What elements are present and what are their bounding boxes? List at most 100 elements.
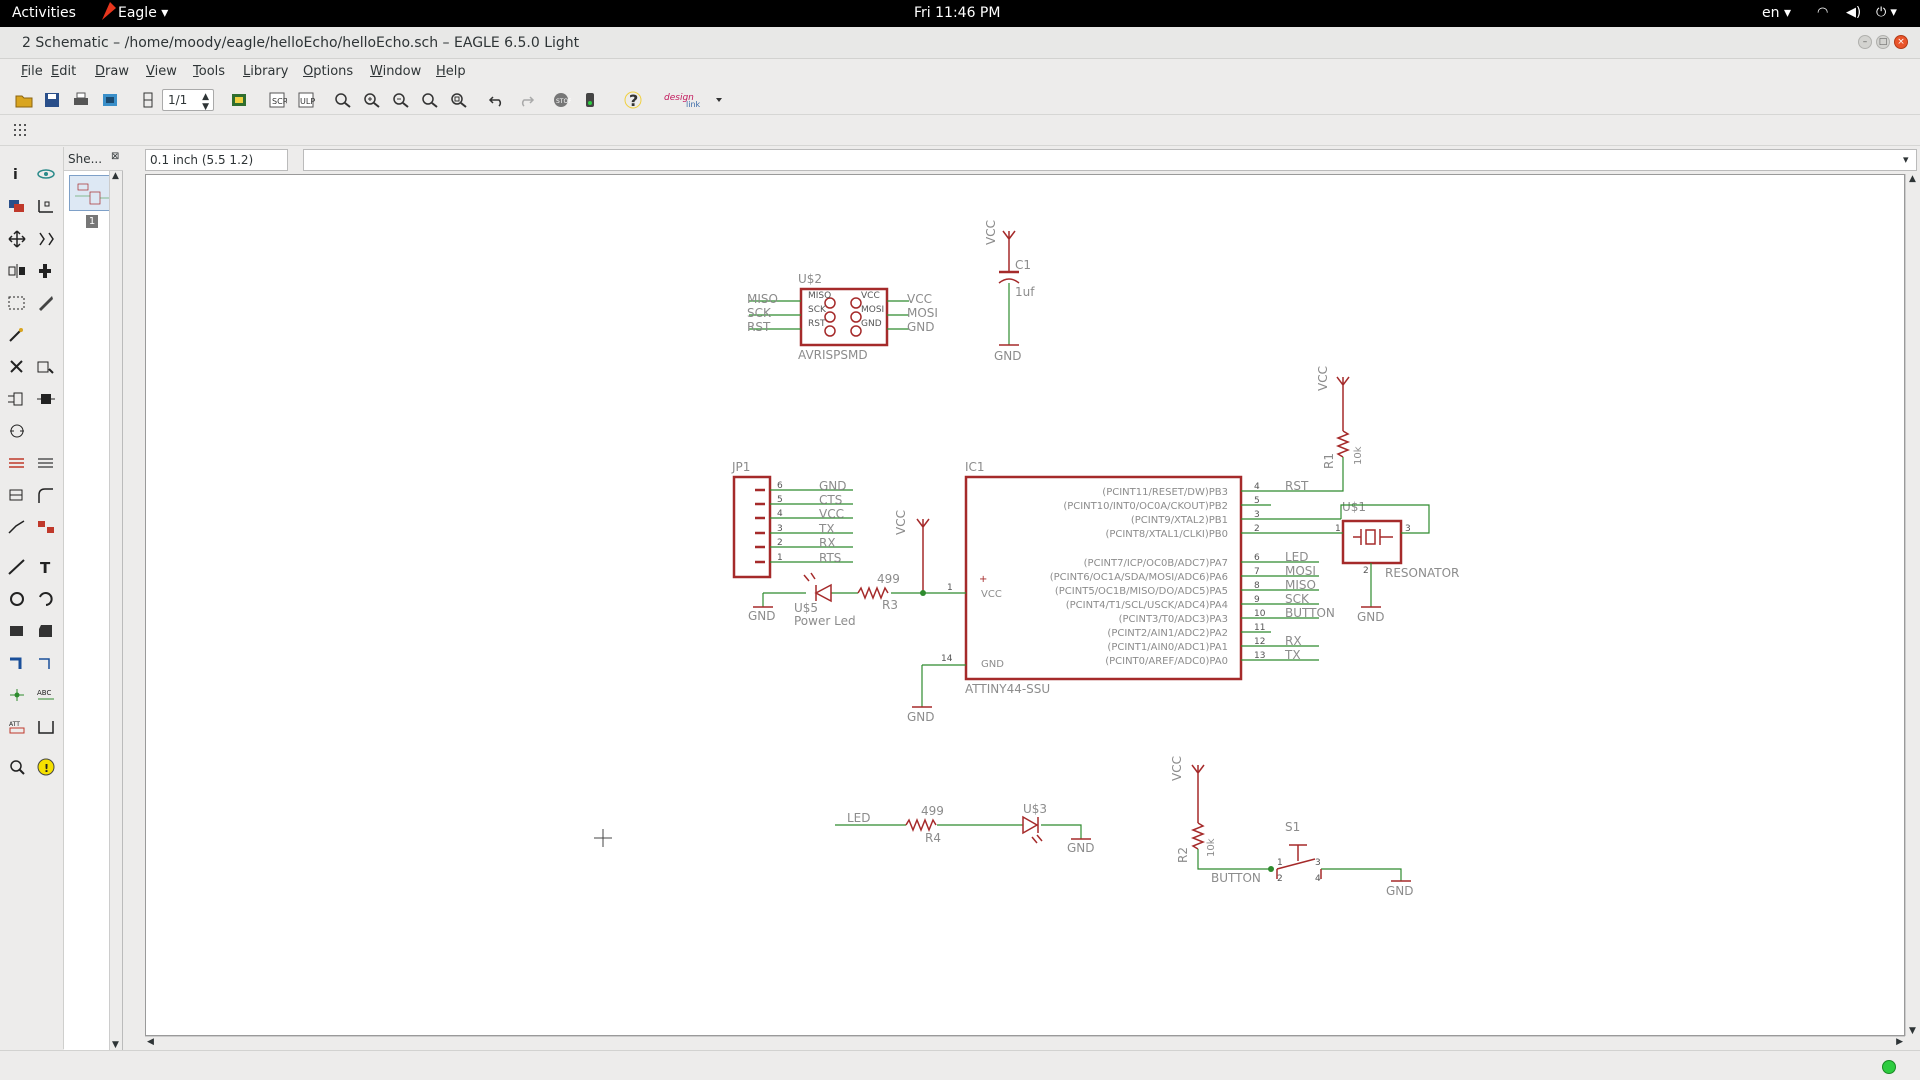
redo-icon[interactable] bbox=[516, 91, 536, 109]
smash-icon[interactable] bbox=[6, 485, 30, 507]
mirror-icon[interactable] bbox=[6, 261, 30, 283]
button-circuit-s1[interactable]: VCC R2 10k S1 1 2 3 4 BUTTON GND bbox=[1170, 756, 1414, 898]
circle-icon[interactable] bbox=[6, 589, 30, 611]
menu-library[interactable]: Library bbox=[243, 64, 289, 79]
activities-button[interactable]: Activities bbox=[12, 5, 76, 21]
vertical-scrollbar[interactable]: ▲ ▼ bbox=[1905, 174, 1920, 1036]
dimension-icon[interactable] bbox=[35, 717, 59, 739]
zoom-redraw-icon[interactable] bbox=[420, 91, 440, 109]
language-indicator[interactable]: en ▾ bbox=[1762, 5, 1791, 21]
add-icon[interactable] bbox=[35, 357, 59, 379]
rect-icon[interactable] bbox=[6, 621, 30, 643]
close-button[interactable]: × bbox=[1894, 35, 1908, 49]
split-icon[interactable] bbox=[6, 517, 30, 539]
name-icon[interactable] bbox=[6, 453, 30, 475]
group-icon[interactable] bbox=[6, 293, 30, 315]
ulp-icon[interactable]: ULP bbox=[296, 91, 316, 109]
move-icon[interactable] bbox=[6, 229, 30, 251]
scroll-down-icon[interactable]: ▼ bbox=[1909, 1026, 1916, 1036]
maximize-button[interactable]: □ bbox=[1876, 35, 1890, 49]
erc-icon[interactable] bbox=[6, 757, 30, 779]
sheet-select[interactable]: 1/1▲▼ bbox=[162, 89, 214, 112]
scroll-right-icon[interactable]: ▶ bbox=[1896, 1037, 1903, 1047]
zoom-out-icon[interactable] bbox=[391, 91, 411, 109]
power-icon[interactable]: ⏻ ▾ bbox=[1876, 5, 1897, 20]
scroll-up-icon[interactable]: ▲ bbox=[1909, 174, 1916, 184]
cam-processor-icon[interactable] bbox=[100, 91, 120, 109]
polygon-icon[interactable] bbox=[35, 621, 59, 643]
invoke-icon[interactable] bbox=[35, 517, 59, 539]
rotate-icon[interactable] bbox=[35, 261, 59, 283]
grid-icon[interactable] bbox=[12, 122, 32, 140]
resonator-u1[interactable]: U$1 1 2 3 RESONATOR GND bbox=[1335, 500, 1459, 624]
chevron-down-icon[interactable]: ▾ bbox=[1903, 153, 1909, 166]
open-icon[interactable] bbox=[14, 91, 34, 109]
scroll-down-icon[interactable]: ▼ bbox=[112, 1040, 119, 1050]
clock[interactable]: Fri 11:46 PM bbox=[914, 5, 1001, 21]
gateswap-icon[interactable] bbox=[6, 421, 30, 443]
close-icon[interactable]: ⊠ bbox=[111, 151, 120, 162]
horizontal-scrollbar[interactable]: ◀ ▶ bbox=[145, 1036, 1905, 1050]
wifi-icon[interactable]: ◠ bbox=[1817, 5, 1829, 20]
schematic-drawing[interactable]: .p { stroke: #a52a2a; fill: none; stroke… bbox=[146, 175, 1905, 1036]
label-icon[interactable]: ABC bbox=[35, 685, 59, 707]
copy-icon[interactable] bbox=[35, 229, 59, 251]
change-icon[interactable] bbox=[35, 293, 59, 315]
help-icon[interactable]: ? bbox=[624, 91, 644, 110]
junction-icon[interactable] bbox=[6, 685, 30, 707]
zoom-in-icon[interactable] bbox=[362, 91, 382, 109]
bus-icon[interactable] bbox=[6, 653, 30, 675]
command-input[interactable] bbox=[303, 149, 1917, 171]
menu-edit[interactable]: Edit bbox=[51, 64, 77, 79]
menu-window[interactable]: Window bbox=[370, 64, 422, 79]
avrisp-header[interactable]: U$2 MISO SCK RST VCC MOSI GND MISO SCK R… bbox=[747, 272, 938, 362]
show-icon[interactable] bbox=[35, 164, 59, 186]
paste-icon[interactable] bbox=[6, 325, 30, 347]
resistor-r1[interactable]: VCC R1 10k bbox=[1293, 366, 1364, 492]
stop-icon[interactable]: STOP bbox=[551, 91, 572, 109]
attribute-icon[interactable]: ATT bbox=[6, 717, 30, 739]
menu-tools[interactable]: Tools bbox=[193, 64, 226, 79]
minimize-button[interactable]: – bbox=[1858, 35, 1872, 49]
miter-icon[interactable] bbox=[35, 485, 59, 507]
menu-draw[interactable]: Draw bbox=[95, 64, 129, 79]
led-circuit-u3[interactable]: LED 499 R4 U$3 GND bbox=[835, 802, 1095, 855]
info-icon[interactable]: i bbox=[6, 164, 30, 186]
menu-file[interactable]: File bbox=[21, 64, 43, 79]
power-led-u5[interactable]: VCC GND U$5 Power Led 499 R3 bbox=[748, 510, 966, 628]
scroll-up-icon[interactable]: ▲ bbox=[112, 171, 119, 181]
errors-icon[interactable]: ! bbox=[35, 757, 59, 779]
scroll-left-icon[interactable]: ◀ bbox=[147, 1037, 154, 1047]
save-icon[interactable] bbox=[42, 91, 62, 109]
connector-jp1[interactable]: JP1 6 5 4 3 2 1 GND CTS VCC TX RX RTS bbox=[731, 460, 853, 579]
undo-icon[interactable] bbox=[487, 91, 507, 109]
sheet-thumbnail[interactable] bbox=[69, 175, 114, 211]
text-icon[interactable]: T bbox=[35, 557, 59, 579]
menu-help[interactable]: Help bbox=[436, 64, 466, 79]
app-menu[interactable]: Eagle ▾ bbox=[118, 5, 169, 21]
net-icon[interactable] bbox=[35, 653, 59, 675]
replace-icon[interactable] bbox=[35, 389, 59, 411]
delete-icon[interactable] bbox=[6, 357, 30, 379]
zoom-fit-icon[interactable] bbox=[333, 91, 353, 109]
value-icon[interactable] bbox=[35, 453, 59, 475]
menu-options[interactable]: Options bbox=[303, 64, 354, 79]
sheets-scrollbar[interactable]: ▲ ▼ bbox=[109, 171, 122, 1050]
zoom-area-icon[interactable] bbox=[449, 91, 469, 109]
wire-icon[interactable] bbox=[6, 557, 30, 579]
pinswap-icon[interactable] bbox=[6, 389, 30, 411]
capacitor-c1[interactable]: VCC C1 1uf GND bbox=[984, 220, 1035, 363]
menu-view[interactable]: View bbox=[146, 64, 177, 79]
display-icon[interactable] bbox=[6, 196, 30, 218]
arc-icon[interactable] bbox=[35, 589, 59, 611]
board-icon[interactable] bbox=[229, 91, 249, 109]
go-icon[interactable] bbox=[580, 91, 600, 109]
volume-icon[interactable]: ◀) bbox=[1846, 5, 1862, 20]
use-icon[interactable] bbox=[138, 91, 158, 109]
mark-icon[interactable] bbox=[35, 196, 59, 218]
script-icon[interactable]: SCR bbox=[267, 91, 289, 109]
schematic-canvas[interactable]: .p { stroke: #a52a2a; fill: none; stroke… bbox=[145, 174, 1905, 1036]
print-icon[interactable] bbox=[71, 91, 91, 109]
